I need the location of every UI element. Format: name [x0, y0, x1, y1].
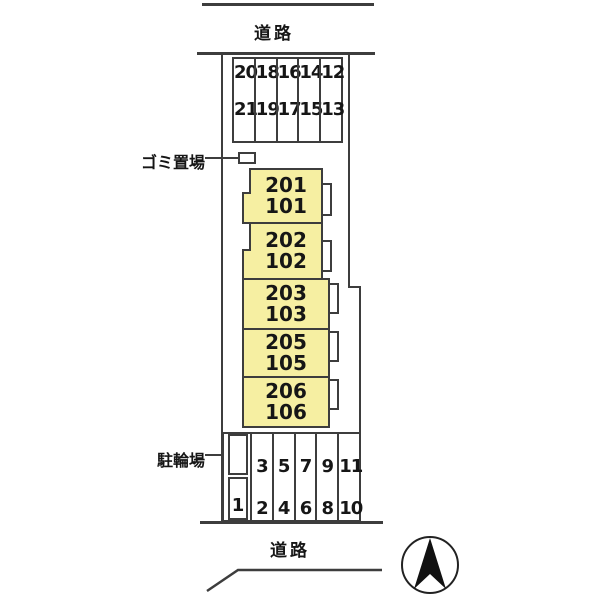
bottom-road-edge-line: [206, 568, 382, 593]
parking-stall-16-17: 16 17: [275, 59, 302, 141]
bottom-road-label: 道路: [270, 541, 310, 561]
unit-201-join: [249, 194, 253, 222]
stall-number: 20: [234, 62, 258, 83]
stall-number: 5: [277, 456, 291, 477]
stall-number: 15: [299, 99, 323, 120]
unit-number-lower: 106: [265, 400, 307, 424]
plot-boundary-left: [221, 53, 223, 523]
unit-205-balcony: [330, 331, 339, 362]
stall-number: 7: [299, 456, 313, 477]
stall-number: 10: [339, 498, 363, 519]
plot-boundary-top: [197, 52, 375, 55]
stall-number: 16: [277, 62, 302, 83]
plot-boundary-right-upper: [348, 53, 350, 288]
unit-number-lower: 102: [265, 249, 307, 273]
unit-206-balcony: [330, 379, 339, 410]
unit-number-upper: 206: [265, 379, 307, 403]
stall-number: 4: [277, 498, 291, 519]
unit-202-balcony: [323, 240, 332, 272]
unit-number-upper: 205: [265, 330, 307, 354]
unit-203-103: 203 103: [242, 278, 330, 330]
unit-number-lower: 105: [265, 351, 307, 375]
stall-number: 9: [321, 456, 335, 477]
parking-stall-3-2: 3 2: [250, 434, 272, 520]
upper-parking-lot: 20 21 18 19 16 17 14 15 12 13: [232, 57, 345, 143]
stall-number: 19: [255, 99, 280, 120]
unit-205-105: 205 105: [242, 328, 330, 378]
stall-number: 1: [231, 495, 245, 516]
parking-stall-14-15: 14 15: [297, 59, 323, 141]
plot-boundary-right-lower: [359, 286, 361, 434]
parking-stall-12-13: 12 13: [319, 59, 345, 141]
top-road-label: 道路: [254, 24, 294, 44]
north-arrow-icon: [414, 538, 446, 589]
unit-number-upper: 201: [265, 173, 307, 197]
unit-201-101: 201 101: [249, 168, 323, 224]
stall-number: 2: [256, 498, 269, 519]
stall-number: 12: [321, 62, 345, 83]
stall-number: 6: [299, 498, 313, 519]
stall-number: 3: [256, 456, 269, 477]
stall-number: 21: [234, 99, 258, 120]
unit-number-lower: 103: [265, 302, 307, 326]
stall-number: 18: [255, 62, 280, 83]
parking-stall-20-21: 20 21: [234, 59, 258, 141]
garbage-area-label: ゴミ置場: [140, 153, 205, 172]
stall-number: 13: [321, 99, 345, 120]
unit-202-join: [249, 251, 253, 278]
parking-stall-18-19: 18 19: [253, 59, 280, 141]
bicycle-parking-box: [228, 434, 248, 475]
plot-boundary-bottom: [200, 521, 383, 524]
unit-206-106: 206 106: [242, 376, 330, 428]
unit-202-102: 202 102: [249, 222, 323, 280]
parking-stall-1: 1: [228, 477, 248, 520]
unit-203-balcony: [330, 283, 339, 314]
parking-stall-7-6: 7 6: [293, 434, 316, 520]
garbage-leader-line: [205, 157, 240, 159]
unit-number-upper: 203: [265, 281, 307, 305]
unit-number-upper: 202: [265, 228, 307, 252]
parking-stall-9-8: 9 8: [315, 434, 337, 520]
stall-number: 11: [339, 456, 363, 477]
parking-stall-5-4: 5 4: [271, 434, 294, 520]
stall-number: 8: [321, 498, 335, 519]
unit-number-lower: 101: [265, 194, 307, 218]
top-road-edge-line: [202, 3, 374, 6]
stall-number: 14: [299, 62, 323, 83]
plot-boundary-step: [348, 286, 361, 288]
bicycle-leader-line: [205, 454, 231, 456]
unit-201-balcony: [323, 183, 332, 216]
parking-stall-11-10: 11 10: [337, 434, 363, 520]
bicycle-parking-label: 駐輪場: [156, 451, 205, 470]
garbage-box: [238, 152, 256, 164]
stall-number: 17: [277, 99, 302, 120]
